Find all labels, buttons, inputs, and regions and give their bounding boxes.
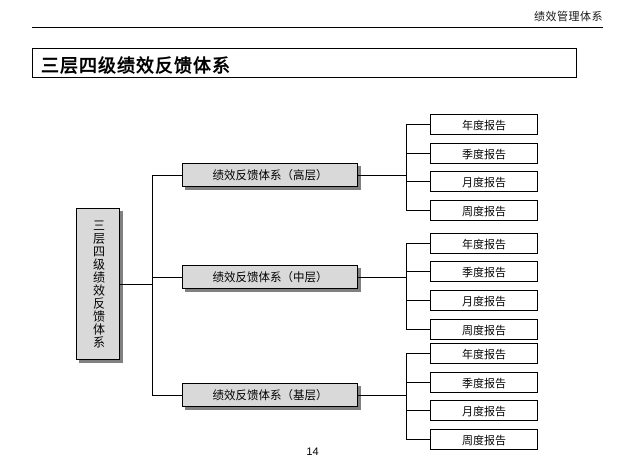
leaf-node-3-2[interactable]: 季度报告: [430, 372, 538, 393]
connector-branch-3-leaf-3: [406, 410, 430, 411]
connector-trunk-vertical: [152, 175, 153, 395]
leaf-node-2-1[interactable]: 年度报告: [430, 233, 538, 254]
leaf-node-2-4[interactable]: 周度报告: [430, 319, 538, 340]
leaf-node-2-3[interactable]: 月度报告: [430, 290, 538, 311]
root-node[interactable]: 三层四级绩效反馈体系: [76, 208, 120, 360]
branch-node-2[interactable]: 绩效反馈体系（中层）: [182, 265, 358, 289]
leaf-node-2-2[interactable]: 季度报告: [430, 261, 538, 282]
running-header-title: 绩效管理体系: [534, 11, 603, 23]
leaf-node-1-1[interactable]: 年度报告: [430, 114, 538, 135]
connector-branch-2-leaf-3: [406, 300, 430, 301]
connector-trunk-to-mid-2: [152, 277, 182, 278]
header-divider: [32, 27, 603, 28]
leaf-node-1-4[interactable]: 周度报告: [430, 200, 538, 221]
connector-branch-3-stem: [358, 395, 406, 396]
connector-branch-3-leaf-1: [406, 353, 430, 354]
page-title: 三层四级绩效反馈体系: [41, 56, 231, 76]
branch-node-1[interactable]: 绩效反馈体系（高层）: [182, 163, 358, 187]
connector-branch-1-leaf-3: [406, 181, 430, 182]
leaf-node-3-4[interactable]: 周度报告: [430, 429, 538, 450]
connector-branch-1-leaf-2: [406, 153, 430, 154]
connector-branch-1-vertical: [406, 124, 407, 210]
connector-branch-1-leaf-4: [406, 210, 430, 211]
connector-branch-2-leaf-1: [406, 243, 430, 244]
connector-root-trunk: [120, 284, 152, 285]
connector-branch-1-leaf-1: [406, 124, 430, 125]
connector-branch-2-leaf-2: [406, 271, 430, 272]
connector-branch-3-leaf-2: [406, 382, 430, 383]
title-frame: [32, 48, 577, 78]
leaf-node-1-2[interactable]: 季度报告: [430, 143, 538, 164]
branch-node-3[interactable]: 绩效反馈体系（基层）: [182, 383, 358, 407]
connector-branch-1-stem: [358, 175, 406, 176]
page-number: 14: [306, 446, 319, 458]
connector-branch-2-leaf-4: [406, 329, 430, 330]
leaf-node-1-3[interactable]: 月度报告: [430, 171, 538, 192]
leaf-node-3-3[interactable]: 月度报告: [430, 400, 538, 421]
connector-branch-3-vertical: [406, 353, 407, 439]
leaf-node-3-1[interactable]: 年度报告: [430, 343, 538, 364]
connector-trunk-to-mid-1: [152, 175, 182, 176]
connector-branch-3-leaf-4: [406, 439, 430, 440]
connector-branch-2-vertical: [406, 243, 407, 329]
connector-trunk-to-mid-3: [152, 395, 182, 396]
connector-branch-2-stem: [358, 277, 406, 278]
